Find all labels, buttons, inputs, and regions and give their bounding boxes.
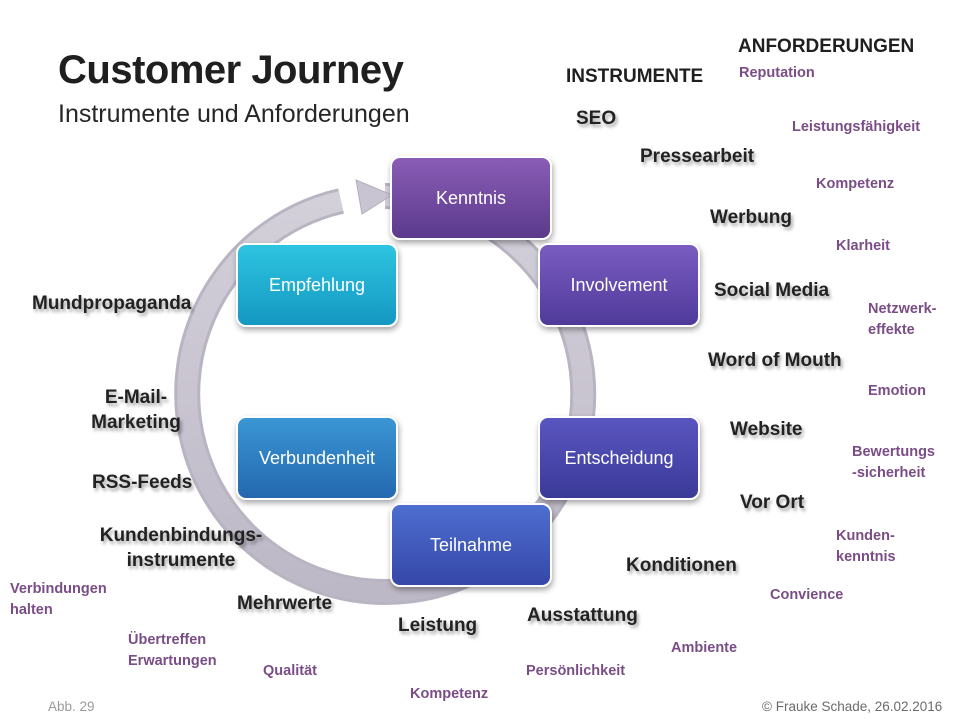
instrument-leistung: Leistung [398,615,478,636]
page-title: Customer Journey [58,48,404,92]
requirement-klarheit: Klarheit [836,238,890,254]
instrument-social-media: Social Media [714,280,830,301]
instrument-seo: SEO [576,108,617,129]
cycle-arrowhead [355,179,394,215]
requirement-kompetenz: Kompetenz [816,176,895,192]
requirement-verbindungen-halten: Verbindungen halten [10,581,107,618]
instrument-rss-feeds: RSS-Feeds [92,472,193,493]
requirement-reputation: Reputation [739,65,815,81]
requirement-uebertreffen-erwartungen: Übertreffen Erwartungen [128,632,217,669]
cycle-node-entscheidung: Entscheidung [538,416,700,500]
instrument-mundpropaganda: Mundpropaganda [32,293,192,314]
cycle-node-verbundenheit: Verbundenheit [236,416,398,500]
cycle-node-teilnahme: Teilnahme [390,503,552,587]
instrument-kundenbindungsinstrumente: Kundenbindungs- instrumente [99,525,263,571]
instrumente-header: INSTRUMENTE [566,66,704,87]
instrument-website: Website [730,419,803,440]
instrument-email-marketing: E-Mail- Marketing [91,387,181,433]
requirement-kompetenz-2: Kompetenz [410,686,489,702]
instrument-ausstattung: Ausstattung [527,605,638,626]
cycle-node-involvement: Involvement [538,243,700,327]
requirement-leistungsfaehigkeit: Leistungsfähigkeit [792,119,921,135]
copyright: © Frauke Schade, 26.02.2016 [762,699,943,714]
instrument-konditionen: Konditionen [626,555,737,576]
instrument-mehrwerte: Mehrwerte [237,593,333,614]
requirement-qualitaet: Qualität [263,663,317,679]
cycle-node-kenntnis: Kenntnis [390,156,552,240]
requirement-emotion: Emotion [868,383,926,399]
cycle-node-empfehlung: Empfehlung [236,243,398,327]
instrument-pressearbeit: Pressearbeit [640,146,755,167]
requirement-persoenlichkeit: Persönlichkeit [526,663,626,679]
instrument-vor-ort: Vor Ort [740,492,805,513]
requirement-kundenkenntnis: Kunden- kenntnis [836,528,896,565]
requirement-bewertungssicherheit: Bewertungs -sicherheit [852,444,935,481]
instrument-word-of-mouth: Word of Mouth [708,350,842,371]
requirement-convience: Convience [770,587,844,603]
requirement-ambiente: Ambiente [671,640,738,656]
page-subtitle: Instrumente und Anforderungen [58,100,410,128]
figure-number: Abb. 29 [48,699,95,714]
requirement-netzwerkeffekte: Netzwerk- effekte [868,301,937,338]
anforderungen-header: ANFORDERUNGEN [738,36,915,57]
instrument-werbung: Werbung [710,207,792,228]
